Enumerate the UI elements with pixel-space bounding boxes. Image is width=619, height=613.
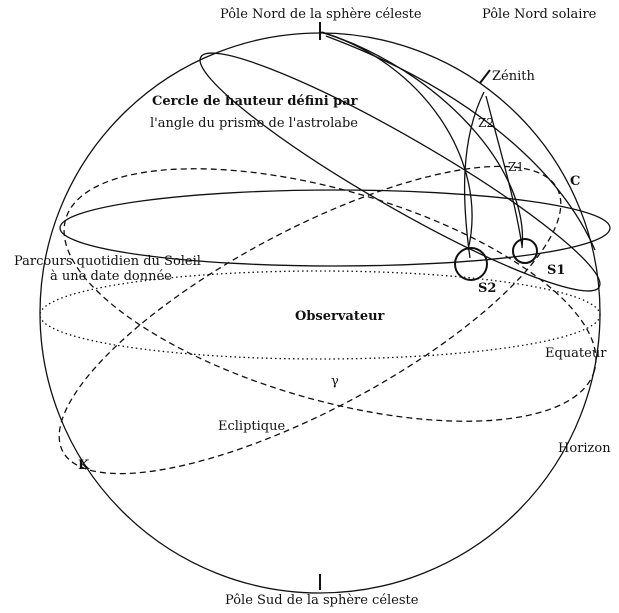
zenith-tick: [479, 69, 491, 84]
ecliptic-label: Ecliptique: [218, 419, 286, 434]
point-k-label: K: [78, 458, 90, 473]
gamma-label: γ: [331, 374, 339, 389]
z1-label: Z1: [508, 160, 524, 174]
meridian-arc-3: [325, 35, 596, 251]
equator-label: Equateur: [545, 346, 607, 361]
north-celestial-pole-label: Pôle Nord de la sphère céleste: [220, 7, 422, 22]
meridian-arc-1: [319, 31, 473, 251]
zenith-arc-z1: [485, 95, 523, 247]
daily-path-label-line1: Parcours quotidien du Soleil: [14, 254, 201, 269]
daily-path-label-line2: à une date donnée: [50, 269, 172, 284]
altitude-circle: [199, 52, 601, 292]
south-celestial-pole-label: Pôle Sud de la sphère céleste: [225, 593, 419, 608]
altitude-circle-label-line2: l'angle du prisme de l'astrolabe: [150, 116, 358, 131]
solar-north-pole-label: Pôle Nord solaire: [482, 7, 597, 22]
sun-position-s1: [512, 238, 538, 264]
daily-sun-path: [59, 189, 611, 267]
altitude-circle-label-line1: Cercle de hauteur défini par: [152, 94, 358, 109]
zenith-label: Zénith: [492, 69, 535, 84]
sun-position-s2: [454, 247, 488, 281]
meridian-arc-2: [321, 31, 524, 249]
observer-label: Observateur: [295, 309, 385, 324]
equator-circle: [63, 168, 597, 422]
horizon-circle: [39, 270, 601, 360]
s1-label: S1: [547, 263, 566, 278]
point-c-label: C: [570, 174, 581, 189]
horizon-label: Horizon: [558, 441, 611, 456]
s2-label: S2: [478, 281, 497, 296]
zenith-arc-z2: [463, 91, 485, 259]
z2-label: Z2: [478, 116, 494, 130]
